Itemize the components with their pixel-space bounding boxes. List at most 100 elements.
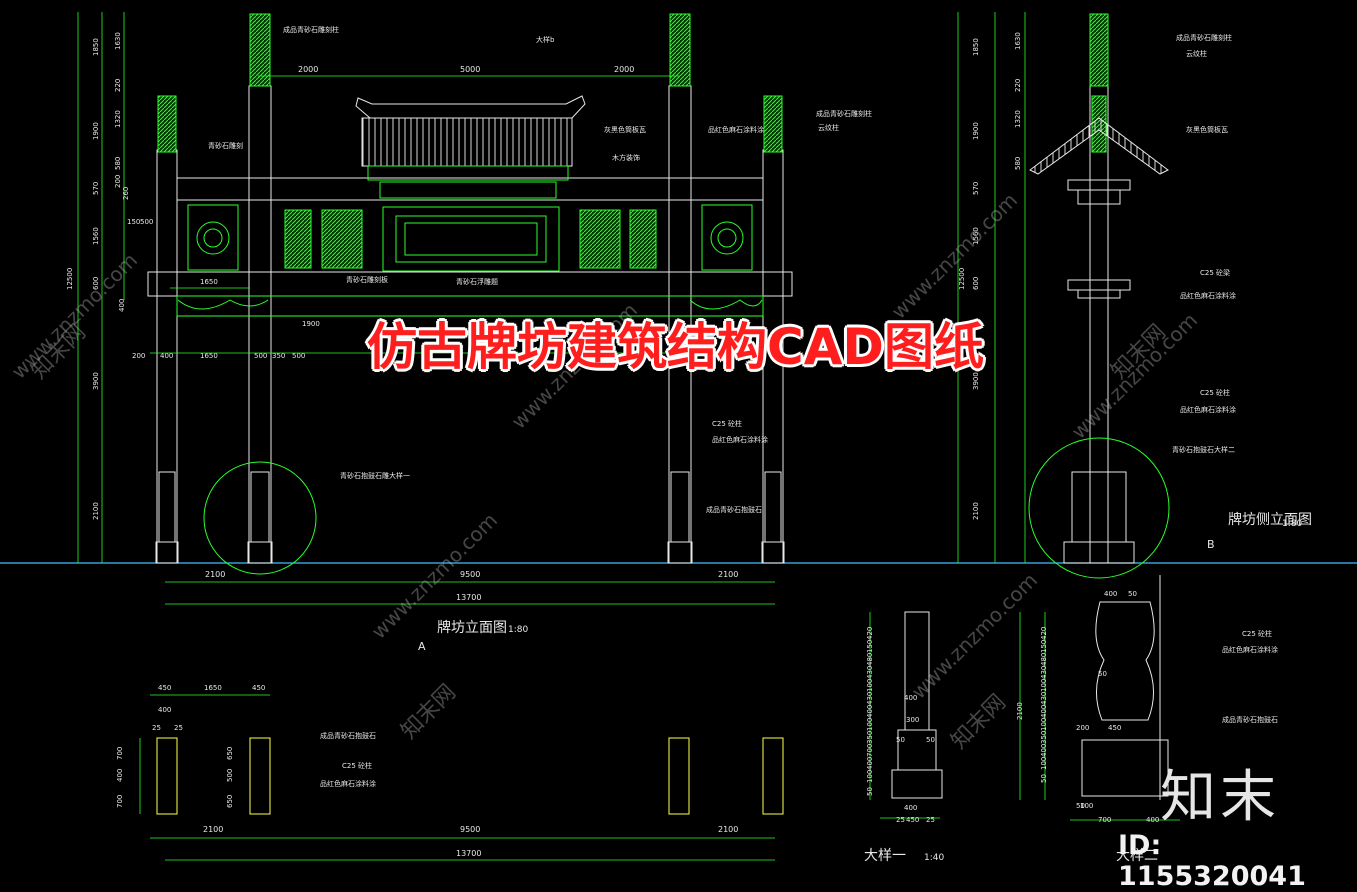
- detail1-dim-h-1: 300: [906, 716, 919, 724]
- front-dim-vert-1: 1630: [114, 32, 122, 50]
- front-dim-vert-4: 1900: [92, 122, 100, 140]
- detail-two: [1081, 575, 1169, 800]
- detail2-dim-v-10: 100: [1040, 757, 1048, 770]
- front-dim-row-5: 350: [272, 352, 285, 360]
- front-dim-top-0: 2000: [298, 65, 318, 74]
- side-dim-vert-8: 600: [972, 277, 980, 290]
- front-dim-top-1: 5000: [460, 65, 480, 74]
- front-dim-vert-7: 200: [114, 175, 122, 188]
- side-dim-vert-2: 220: [1014, 79, 1022, 92]
- carved-panel-2: [321, 209, 363, 269]
- roof-tiles: [361, 117, 573, 167]
- side-annotation-0: 成品青砂石雕刻柱: [1176, 33, 1232, 42]
- plan-dim-vert-2: 700: [116, 795, 124, 808]
- carved-panel-3: [579, 209, 621, 269]
- detail1-dim-v-12: 50: [866, 787, 874, 796]
- front-annotation-10: C25 砼柱: [712, 419, 742, 428]
- detail1-dim-h-3: 50: [926, 736, 935, 744]
- plan-dim-vert-3: 650: [226, 747, 234, 760]
- detail2-dim-v-6: 400: [1040, 705, 1048, 718]
- side-dim-vert-10: 3900: [972, 372, 980, 390]
- front-dim-vert-3: 1320: [114, 110, 122, 128]
- front-dim-vert-14: 12500: [66, 268, 74, 290]
- plan-dim-top-4: 25: [152, 724, 161, 732]
- carved-panel-1: [284, 209, 312, 269]
- detail1-dim-v-6: 400: [866, 705, 874, 718]
- inscription-panel-inner: [395, 215, 547, 263]
- inscription-panel-outer: [382, 206, 560, 272]
- right-side-panel: [701, 204, 753, 271]
- side-annotation-5: C25 砼柱: [1200, 388, 1230, 397]
- side-bracket-lower: [1067, 279, 1131, 291]
- front-annotation-13: 成品青砂石抱鼓石: [706, 505, 762, 514]
- plan-dim-top-1: 1650: [204, 684, 222, 692]
- detail1-dim-v-11: 100: [866, 770, 874, 783]
- right-outer-column-cap: [763, 95, 783, 153]
- front-annotation-3: 灰黑色筒板瓦: [604, 125, 646, 134]
- detail1-dim-h-5: 450: [906, 816, 919, 824]
- watermark-id: ID: 1155320041: [1118, 830, 1306, 892]
- plan-dim-bottom-1: 9500: [460, 825, 480, 834]
- side-annotation-3: C25 砼梁: [1200, 268, 1230, 277]
- plan-dim-vert-1: 400: [116, 769, 124, 782]
- front-dim-vert-10: 600: [92, 277, 100, 290]
- front-annotation-0: 成品青砂石雕刻柱: [283, 25, 339, 34]
- watermark-logo: 知末: [1160, 765, 1280, 830]
- front-dim-vert-9: 1560: [92, 227, 100, 245]
- detail2-dim-h-4: 50: [1098, 670, 1107, 678]
- side-dim-vert-11: 2100: [972, 502, 980, 520]
- front-dim-top-2: 2000: [614, 65, 634, 74]
- front-dim-vert-8: 260: [122, 187, 130, 200]
- front-annotation-8: 青砂石雕刻板: [346, 275, 388, 284]
- detail2-dim-h-5: 100: [1080, 802, 1093, 810]
- side-column: [1089, 85, 1109, 564]
- detail1-dim-v-7: 100: [866, 718, 874, 731]
- watermark-site-5: www.znzmo.com: [907, 568, 1043, 704]
- front-dim-row-6: 500: [292, 352, 305, 360]
- plan-dim-top-0: 450: [158, 684, 171, 692]
- plan-annotation-2: 品红色麻石涂料涂: [320, 779, 376, 788]
- front-dim-row-4: 500: [254, 352, 267, 360]
- left-frieze-ornament: [177, 299, 269, 310]
- side-elevation-label: 牌坊侧立面图: [1228, 511, 1312, 528]
- front-annotation-11: 品红色麻石涂料涂: [712, 435, 768, 444]
- watermark-cn-2: 知末网: [947, 690, 1011, 754]
- detail2-dim-v-7: 100: [1040, 718, 1048, 731]
- front-annotation-6: 成品青砂石雕刻柱: [816, 109, 872, 118]
- detail2-annotation-0: C25 砼柱: [1242, 629, 1272, 638]
- side-dim-vert-4: 1900: [972, 122, 980, 140]
- detail2-dim-v-5: 430: [1040, 692, 1048, 705]
- plan-dim-top-3: 400: [158, 706, 171, 714]
- detail1-dim-v-1: 150: [866, 640, 874, 653]
- detail1-scale: 1:40: [924, 853, 944, 863]
- roof-outline: [355, 95, 586, 119]
- plan-annotation-0: 成品青砂石抱鼓石: [320, 731, 376, 740]
- side-roof: [1029, 117, 1169, 175]
- side-dim-vert-0: 1850: [972, 38, 980, 56]
- front-dim-row-3: 1650: [200, 352, 218, 360]
- side-dim-vert-7: 1560: [972, 227, 980, 245]
- detail2-dim-v-0: 420: [1040, 627, 1048, 640]
- plan-dimensions: [139, 694, 775, 861]
- side-annotation-7: 青砂石抱鼓石大样二: [1172, 445, 1235, 454]
- side-annotation-1: 云纹柱: [1186, 49, 1207, 58]
- left-side-panel: [187, 204, 239, 271]
- side-elevation-scale: 1:80: [1282, 519, 1302, 529]
- front-dim-row-7: 150: [127, 218, 140, 226]
- detail1-dim-h-6: 25: [896, 816, 905, 824]
- left-inner-column: [248, 85, 272, 564]
- detail1-dim-h-4: 400: [904, 804, 917, 812]
- plan-dim-vert-0: 700: [116, 747, 124, 760]
- detail1-dim-v-0: 420: [866, 627, 874, 640]
- plan-dim-vert-5: 650: [226, 795, 234, 808]
- side-annotation-6: 品红色麻石涂料涂: [1180, 405, 1236, 414]
- plan-view: [156, 737, 784, 815]
- front-elevation-scale: 1:80: [508, 625, 528, 635]
- right-panel-medallion: [710, 221, 744, 255]
- detail1-dim-v-2: 480: [866, 653, 874, 666]
- front-annotation-2: 青砂石雕刻: [208, 141, 243, 150]
- side-column-cap: [1089, 13, 1109, 87]
- carved-panel-4: [629, 209, 657, 269]
- side-annotation-4: 品红色麻石涂料涂: [1180, 291, 1236, 300]
